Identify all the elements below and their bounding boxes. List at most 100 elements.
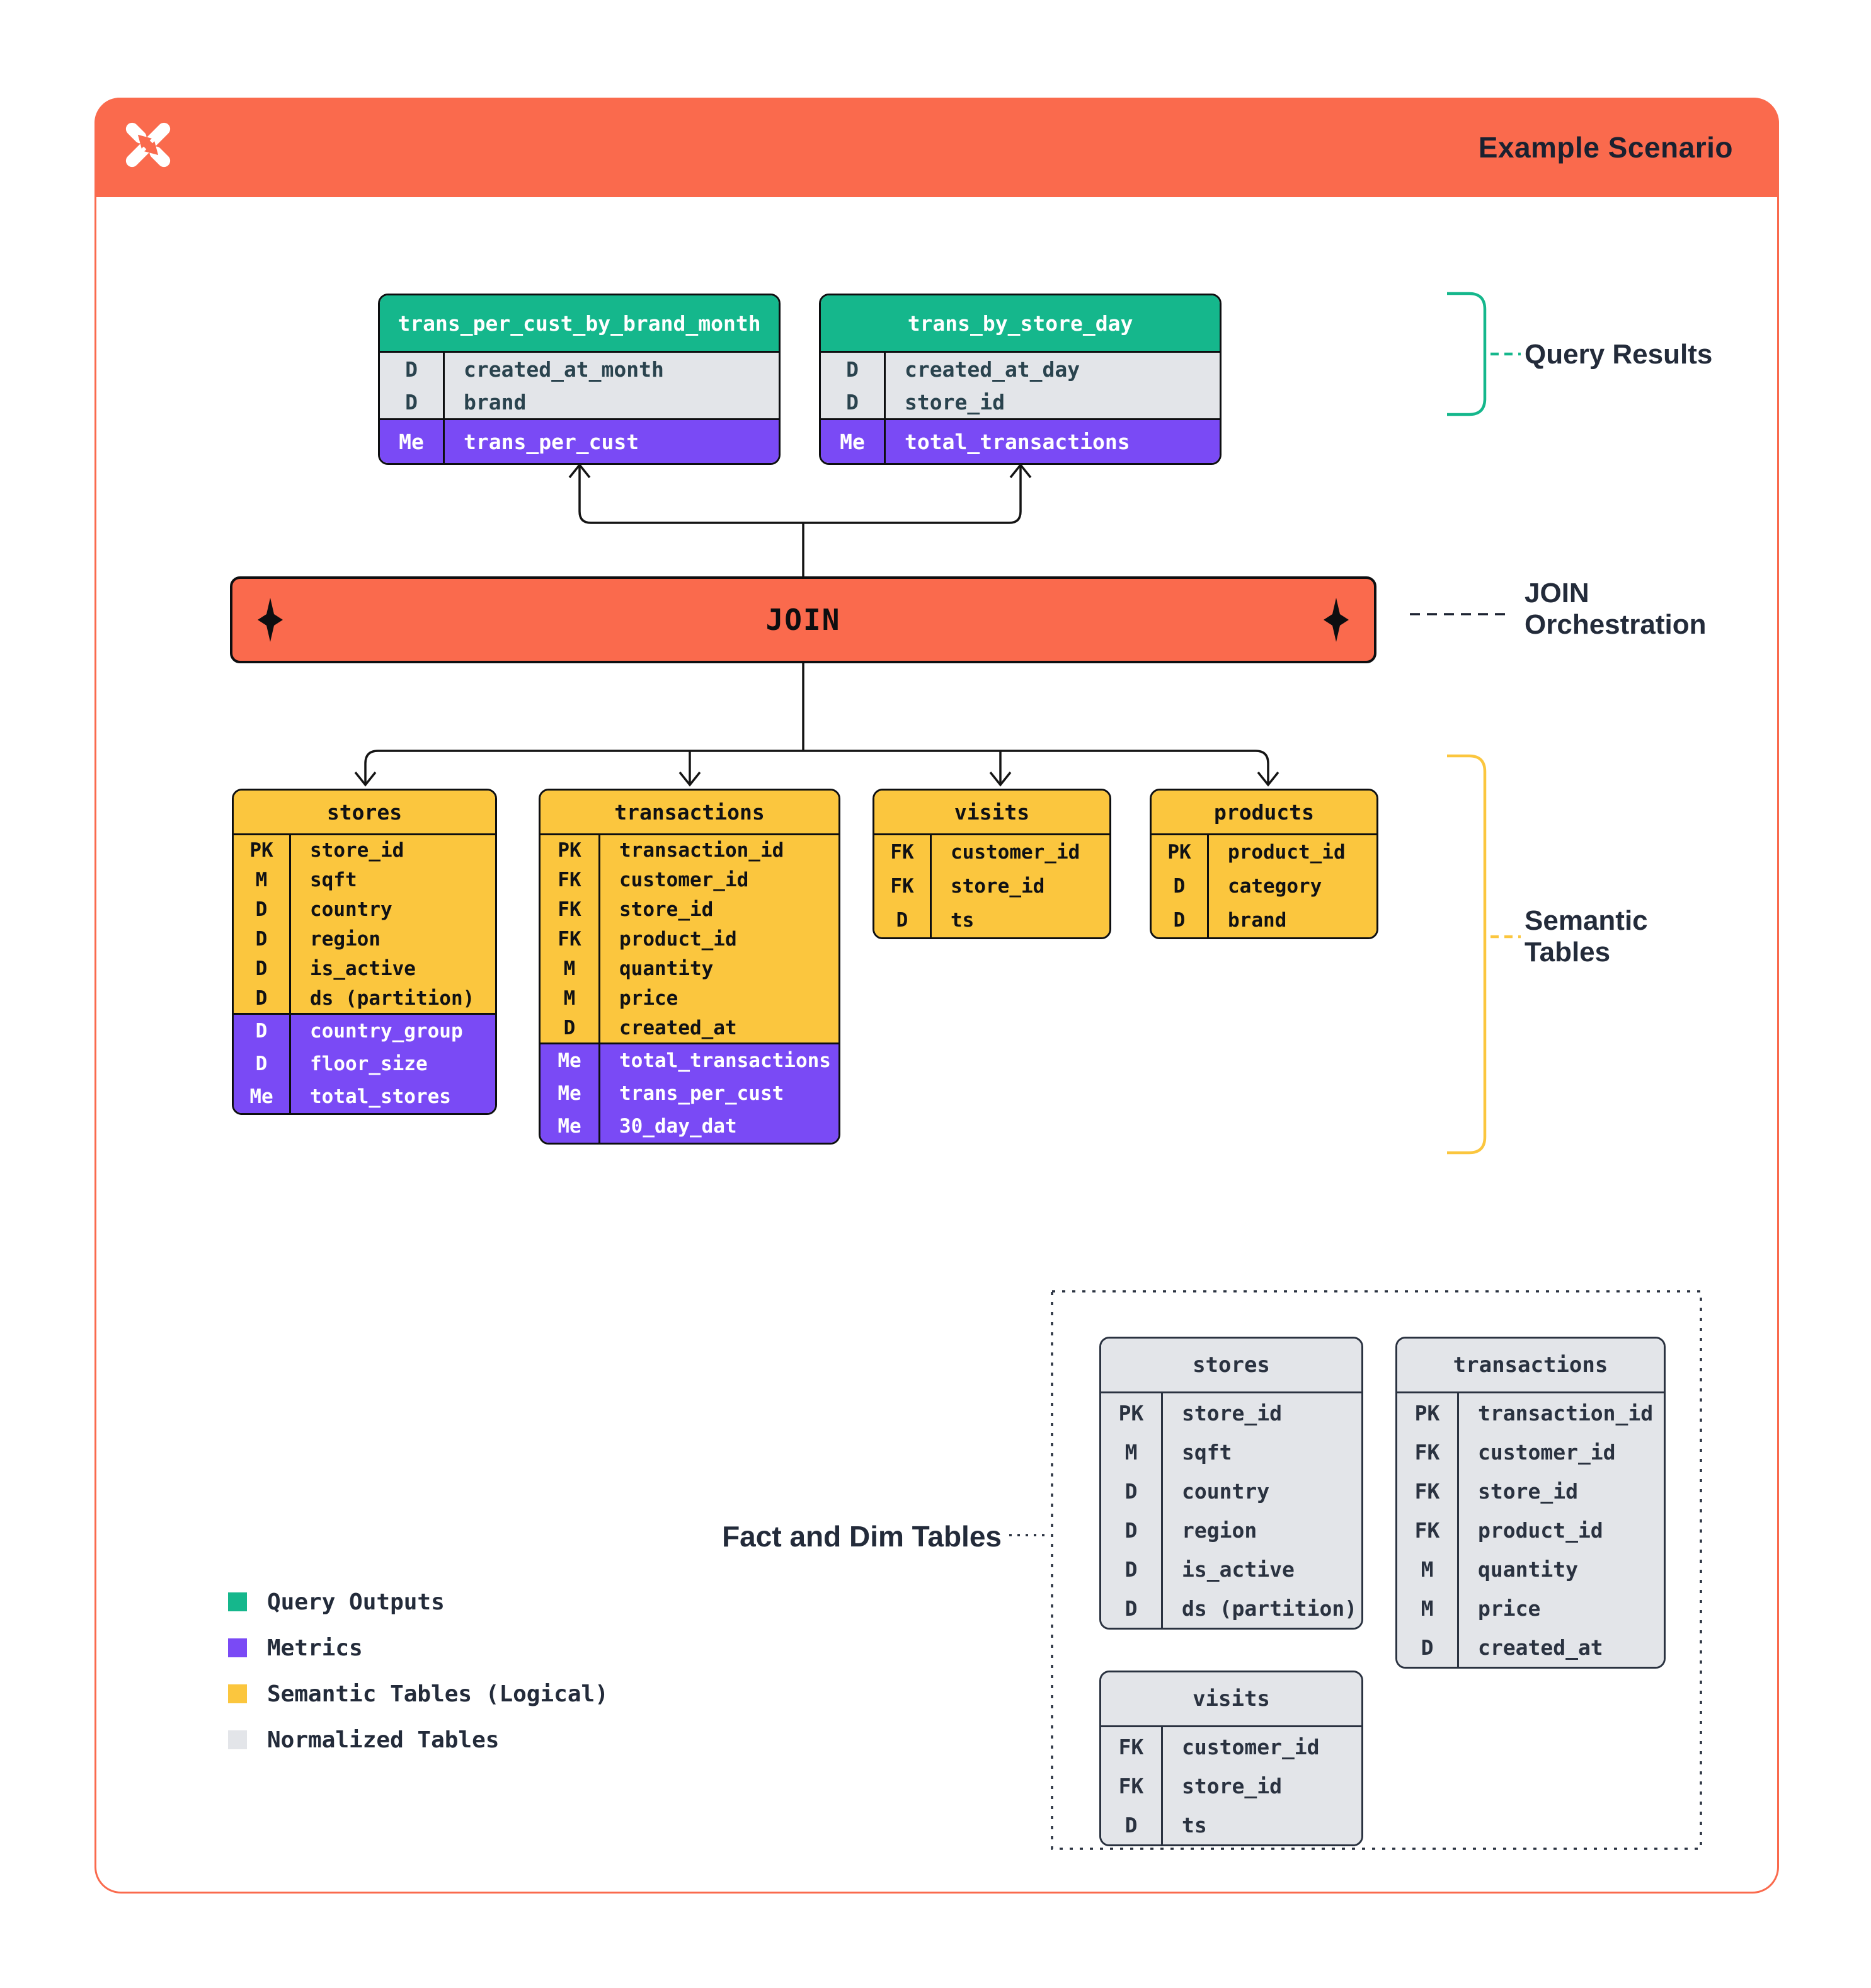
row-name: total_stores (289, 1080, 495, 1113)
legend-swatch-icon (228, 1730, 247, 1749)
row-key: FK (1118, 1773, 1144, 1798)
row-name: transaction_id (598, 835, 838, 865)
legend-label: Normalized Tables (267, 1727, 500, 1753)
row-key: D (405, 389, 418, 414)
legend-swatch-icon (228, 1592, 247, 1611)
row-key: D (255, 957, 268, 980)
row-name: customer_id (1161, 1727, 1361, 1766)
row-name: country_group (289, 1015, 495, 1048)
legend-item: Query Outputs (228, 1589, 609, 1615)
table-title: transactions (1397, 1339, 1664, 1393)
row-name: sqft (1161, 1432, 1361, 1471)
row-key: D (1124, 1517, 1138, 1543)
row-name: ts (1161, 1805, 1361, 1844)
semantic-tables-label: Semantic Tables (1525, 905, 1648, 968)
row-name: ds (partition) (1161, 1589, 1361, 1628)
row-name: created_at (1457, 1628, 1664, 1667)
table-title: trans_by_store_day (821, 295, 1220, 353)
row-key: D (846, 389, 859, 414)
row-key: D (563, 1016, 576, 1039)
row-name: country (1161, 1471, 1361, 1511)
row-name: price (1457, 1589, 1664, 1628)
legend-item: Semantic Tables (Logical) (228, 1681, 609, 1707)
row-name: store_id (1161, 1393, 1361, 1432)
row-name: country (289, 894, 495, 924)
row-key: D (896, 909, 908, 932)
row-key: D (846, 357, 859, 382)
row-key: M (1421, 1557, 1434, 1582)
row-name: sqft (289, 865, 495, 894)
row-key: FK (558, 868, 581, 891)
table-row: Me trans_per_cust (541, 1077, 838, 1110)
row-name: total_transactions (598, 1044, 838, 1077)
table-title: visits (874, 791, 1109, 835)
row-key: FK (1118, 1734, 1144, 1759)
legend-label: Metrics (267, 1635, 363, 1661)
fact-dim-tables-text: Fact and Dim Tables (722, 1520, 1002, 1553)
row-key: D (1124, 1596, 1138, 1621)
row-name: total_transactions (884, 420, 1220, 463)
legend-label: Semantic Tables (Logical) (267, 1681, 609, 1707)
row-name: store_id (1161, 1766, 1361, 1805)
row-name: customer_id (1457, 1432, 1664, 1471)
table-title: transactions (541, 791, 838, 835)
legend-swatch-icon (228, 1684, 247, 1703)
card-header: Example Scenario (94, 98, 1779, 197)
row-key: D (1173, 909, 1186, 932)
join-orchestration-line1: JOIN (1525, 578, 1589, 608)
row-key: D (255, 1020, 268, 1043)
row-key: D (255, 927, 268, 951)
row-name: 30_day_dat (598, 1110, 838, 1143)
row-name: trans_per_cust (598, 1077, 838, 1110)
row-key: FK (890, 875, 914, 898)
query-results-label: Query Results (1525, 339, 1712, 370)
semantic-tables-line2: Tables (1525, 937, 1611, 968)
row-key: FK (558, 927, 581, 951)
join-label: JOIN (765, 603, 841, 637)
row-key: FK (1414, 1439, 1440, 1465)
join-diamond-icon (1324, 598, 1349, 642)
legend-swatch-icon (228, 1638, 247, 1657)
row-name: transaction_id (1457, 1393, 1664, 1432)
row-key: Me (249, 1085, 273, 1108)
row-key: Me (558, 1082, 581, 1105)
table-row: FK customer_id (1101, 1727, 1361, 1766)
row-name: quantity (1457, 1550, 1664, 1589)
row-key: FK (890, 841, 914, 864)
row-name: product_id (1207, 835, 1376, 869)
